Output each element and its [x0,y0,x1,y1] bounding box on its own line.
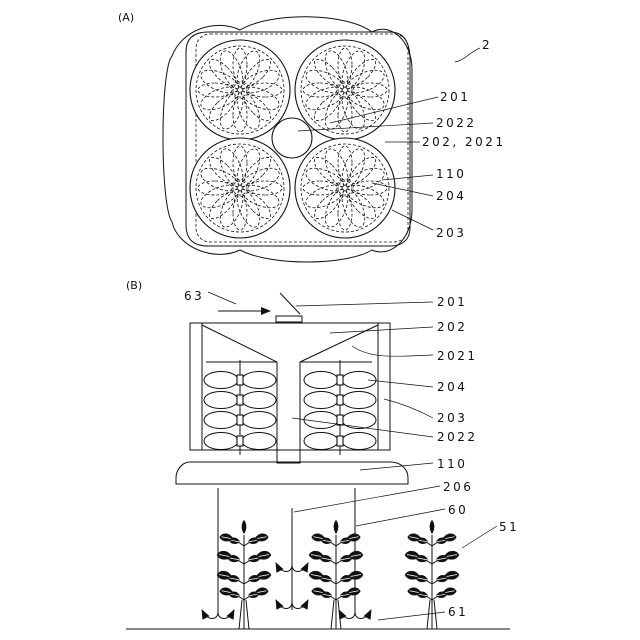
leader-61 [378,612,445,620]
label-206: 206 [443,480,473,494]
housing-box [190,323,390,450]
label-2: 2 [482,38,492,52]
label-51: 51 [499,520,519,534]
label-110-b: 110 [437,457,467,471]
side-rotor-stack-right [304,360,376,455]
rotor-2 [295,40,395,140]
figure-a-top-view: (A) 2 201 2022 202, 2021 110 204 203 [118,11,506,262]
deflector-plate [280,293,300,314]
label-203-a: 203 [436,226,466,240]
label-60: 60 [448,503,468,517]
figure-a-title: (A) [118,11,134,24]
label-204-a: 204 [436,189,466,203]
top-cap [276,316,302,322]
leader-2 [455,48,480,62]
leader-2021-b [352,346,433,356]
leader-201-b [296,302,433,306]
label-2022-b: 2022 [437,430,478,444]
base-110 [176,462,408,484]
label-63: 63 [184,289,204,303]
label-201-b: 201 [437,295,467,309]
leader-51 [462,526,497,548]
funnel-duct [202,325,378,463]
label-110-a: 110 [436,167,466,181]
rotor-1 [190,40,290,140]
leader-110-b [360,463,433,470]
figure-b-side-view: (B) [126,279,519,629]
leader-203-b [384,399,433,418]
side-rotor-stack-left [204,360,276,455]
leader-202-b [330,327,433,333]
label-2022-a: 2022 [436,116,477,130]
label-204-b: 204 [437,380,467,394]
leader-63 [208,292,236,304]
rotor-4 [295,138,395,238]
figure-b-title: (B) [126,279,142,292]
leader-206 [294,486,440,512]
label-202-2021-a: 202, 2021 [422,135,506,149]
rotor-3 [190,138,290,238]
label-61: 61 [448,605,468,619]
label-203-b: 203 [437,411,467,425]
center-column-hole [272,118,312,158]
label-202-b: 202 [437,320,467,334]
side-rotor-group [204,360,376,455]
label-201-a: 201 [440,90,470,104]
plant-1 [217,520,271,629]
plants-group [202,520,459,629]
leader-203 [392,210,433,230]
label-2021-b: 2021 [437,349,478,363]
